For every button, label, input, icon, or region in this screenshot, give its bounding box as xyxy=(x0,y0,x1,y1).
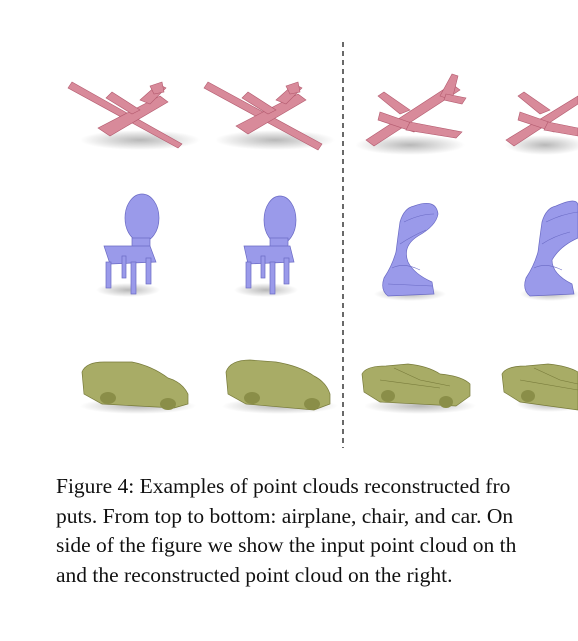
chair-reconstructed-right xyxy=(520,200,578,301)
caption-line-3: side of the figure we show the input poi… xyxy=(56,533,517,557)
figure-4-panel xyxy=(67,42,578,448)
caption-line-2: puts. From top to bottom: airplane, chai… xyxy=(56,503,514,528)
chair-input-right xyxy=(374,203,446,301)
car-input-right xyxy=(361,363,476,414)
airplane-reconstructed-left xyxy=(203,81,335,151)
caption-line-4: and the reconstructed point cloud on the… xyxy=(56,562,453,587)
figure-caption: Figure 4: Examples of point clouds recon… xyxy=(56,472,578,590)
chair-reconstructed-left xyxy=(234,195,298,297)
airplane-reconstructed-right xyxy=(505,91,578,155)
caption-line-1: Figure 4: Examples of point clouds recon… xyxy=(56,474,511,498)
car-input-left xyxy=(80,361,196,414)
airplane-input-right xyxy=(355,73,467,155)
chair-input-left xyxy=(96,193,160,297)
car-reconstructed-left xyxy=(222,359,338,414)
airplane-input-left xyxy=(67,81,200,150)
car-reconstructed-right xyxy=(501,363,578,412)
